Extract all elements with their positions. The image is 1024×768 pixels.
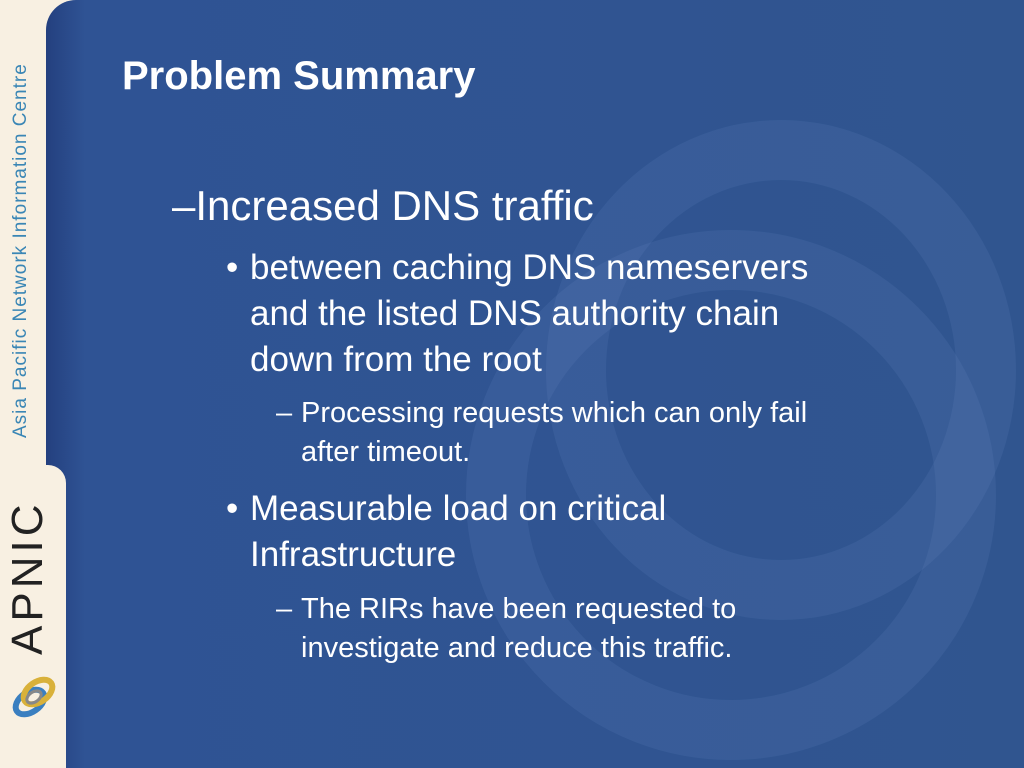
apnic-logo-text: APNIC (3, 500, 52, 655)
apnic-logo-icon (12, 676, 56, 718)
bullet-l1: –Increased DNS traffic (172, 182, 594, 229)
slide-title: Problem Summary (122, 54, 476, 98)
org-name: Asia Pacific Network Information Centre (10, 63, 31, 438)
bullet-l3: – Processing requests which can only fai… (276, 397, 808, 468)
sidebar-lower (0, 465, 66, 768)
slide-panel (46, 0, 1024, 768)
